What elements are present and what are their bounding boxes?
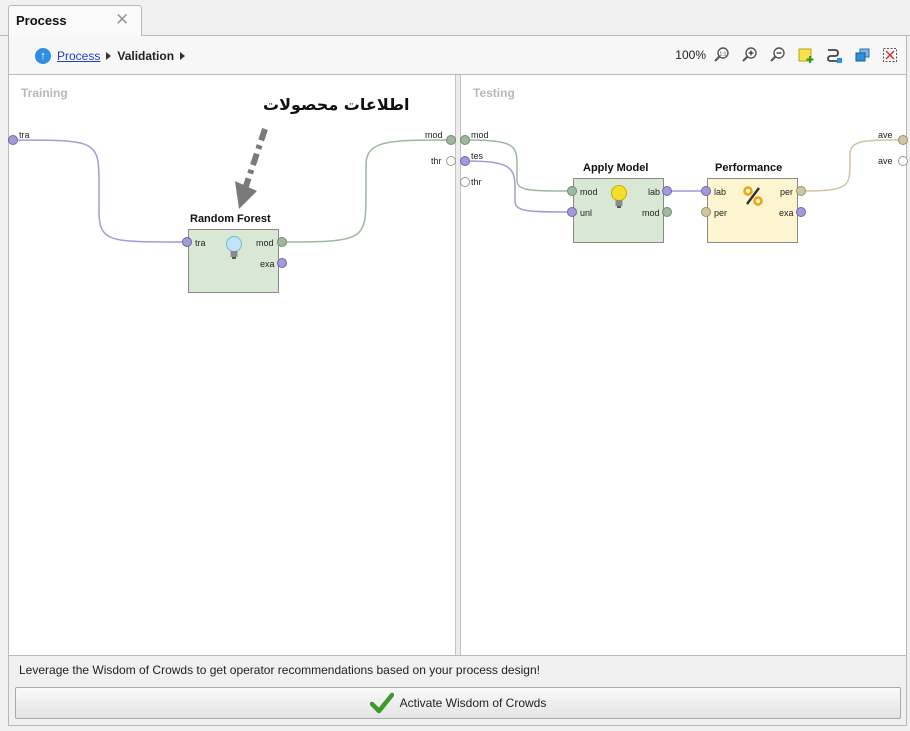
port-label: tra [19, 130, 30, 140]
port-perf-in-lab[interactable] [701, 186, 711, 196]
port-training-out-mod[interactable] [446, 135, 456, 145]
operator-name: Performance [715, 162, 783, 174]
svg-text:1:1: 1:1 [720, 52, 727, 58]
operator-random-forest[interactable]: tra mod exa [188, 229, 279, 293]
port-testing-in-mod[interactable] [460, 135, 470, 145]
breadcrumb-current: Validation [117, 49, 175, 63]
checkmark-icon [369, 692, 394, 714]
zoom-level: 100% [675, 48, 706, 62]
select-all-icon[interactable] [880, 45, 900, 65]
port-training-out-thr[interactable] [446, 156, 456, 166]
port-apply-out-mod[interactable] [662, 207, 672, 217]
port-label: exa [779, 208, 794, 218]
subprocess-title: Testing [473, 86, 515, 100]
subprocess-divider[interactable] [456, 75, 460, 655]
zoom-fit-icon[interactable]: 1:1 [712, 45, 732, 65]
port-testing-in-thr[interactable] [460, 177, 470, 187]
operator-performance[interactable]: lab per per exa [707, 178, 798, 243]
operator-name: Apply Model [583, 162, 649, 174]
operator-name: Random Forest [190, 213, 271, 225]
port-label: tes [471, 151, 484, 161]
port-label: mod [471, 130, 489, 140]
lightbulb-icon [226, 236, 242, 259]
breadcrumb-process-link[interactable]: Process [57, 49, 101, 63]
zoom-out-icon[interactable] [768, 45, 788, 65]
process-canvas[interactable]: Training Testing اطلاعات محصولات [8, 74, 908, 656]
port-label: mod [256, 238, 274, 248]
port-training-tra[interactable] [8, 135, 18, 145]
port-rf-out-mod[interactable] [277, 237, 287, 247]
port-rf-out-exa[interactable] [277, 258, 287, 268]
port-perf-out-exa[interactable] [796, 207, 806, 217]
port-apply-out-lab[interactable] [662, 186, 672, 196]
port-label: mod [580, 187, 598, 197]
port-label: tra [195, 238, 206, 248]
activate-wisdom-button[interactable]: Activate Wisdom of Crowds [15, 687, 901, 719]
port-apply-in-unl[interactable] [567, 207, 577, 217]
tab-title: Process [16, 13, 67, 28]
arrow-up-circle-icon[interactable]: ↑ [35, 48, 51, 64]
port-label: per [780, 187, 794, 197]
port-testing-out-ave-2[interactable] [898, 156, 908, 166]
close-icon[interactable]: ✕ [115, 10, 130, 29]
port-perf-out-per[interactable] [796, 186, 806, 196]
port-label: lab [648, 187, 661, 197]
annotation-text: اطلاعات محصولات [263, 95, 410, 114]
port-testing-out-ave-1[interactable] [898, 135, 908, 145]
subprocess-testing[interactable]: Testing [460, 75, 906, 655]
port-label: unl [580, 208, 593, 218]
port-label: mod [425, 130, 443, 140]
operator-apply-model[interactable]: mod unl lab mod [573, 178, 664, 243]
port-rf-in-tra[interactable] [182, 237, 192, 247]
auto-wire-icon[interactable] [824, 45, 844, 65]
subprocess-title: Training [21, 86, 68, 100]
activate-wisdom-label: Activate Wisdom of Crowds [399, 696, 547, 710]
view-tools: 100% 1:1 [675, 45, 900, 65]
breadcrumb-separator-icon [106, 52, 112, 60]
tab-process[interactable]: Process ✕ [8, 5, 142, 37]
port-testing-in-tes[interactable] [460, 156, 470, 166]
breadcrumb-expand-icon[interactable] [180, 52, 186, 60]
zoom-in-icon[interactable] [740, 45, 760, 65]
arrow-annotation-icon [235, 128, 268, 209]
percent-icon [743, 186, 763, 206]
breadcrumb: ↑ Process Validation [35, 47, 186, 65]
port-label: ave [878, 156, 893, 166]
wisdom-message: Leverage the Wisdom of Crowds to get ope… [19, 663, 540, 677]
port-label: exa [260, 259, 275, 269]
port-label: mod [642, 208, 660, 218]
port-perf-in-per[interactable] [701, 207, 711, 217]
port-label: thr [431, 156, 442, 166]
process-toolbar: ↑ Process Validation 100% 1:1 [8, 36, 907, 74]
port-label: lab [714, 187, 727, 197]
wisdom-of-crowds-panel: Leverage the Wisdom of Crowds to get ope… [8, 656, 907, 726]
arrange-icon[interactable] [852, 45, 872, 65]
port-label: ave [878, 130, 893, 140]
port-label: per [714, 208, 728, 218]
tab-bar: Process ✕ [0, 0, 910, 37]
lightbulb-icon [611, 185, 627, 208]
add-note-icon[interactable] [796, 45, 816, 65]
port-label: thr [471, 177, 482, 187]
port-apply-in-mod[interactable] [567, 186, 577, 196]
